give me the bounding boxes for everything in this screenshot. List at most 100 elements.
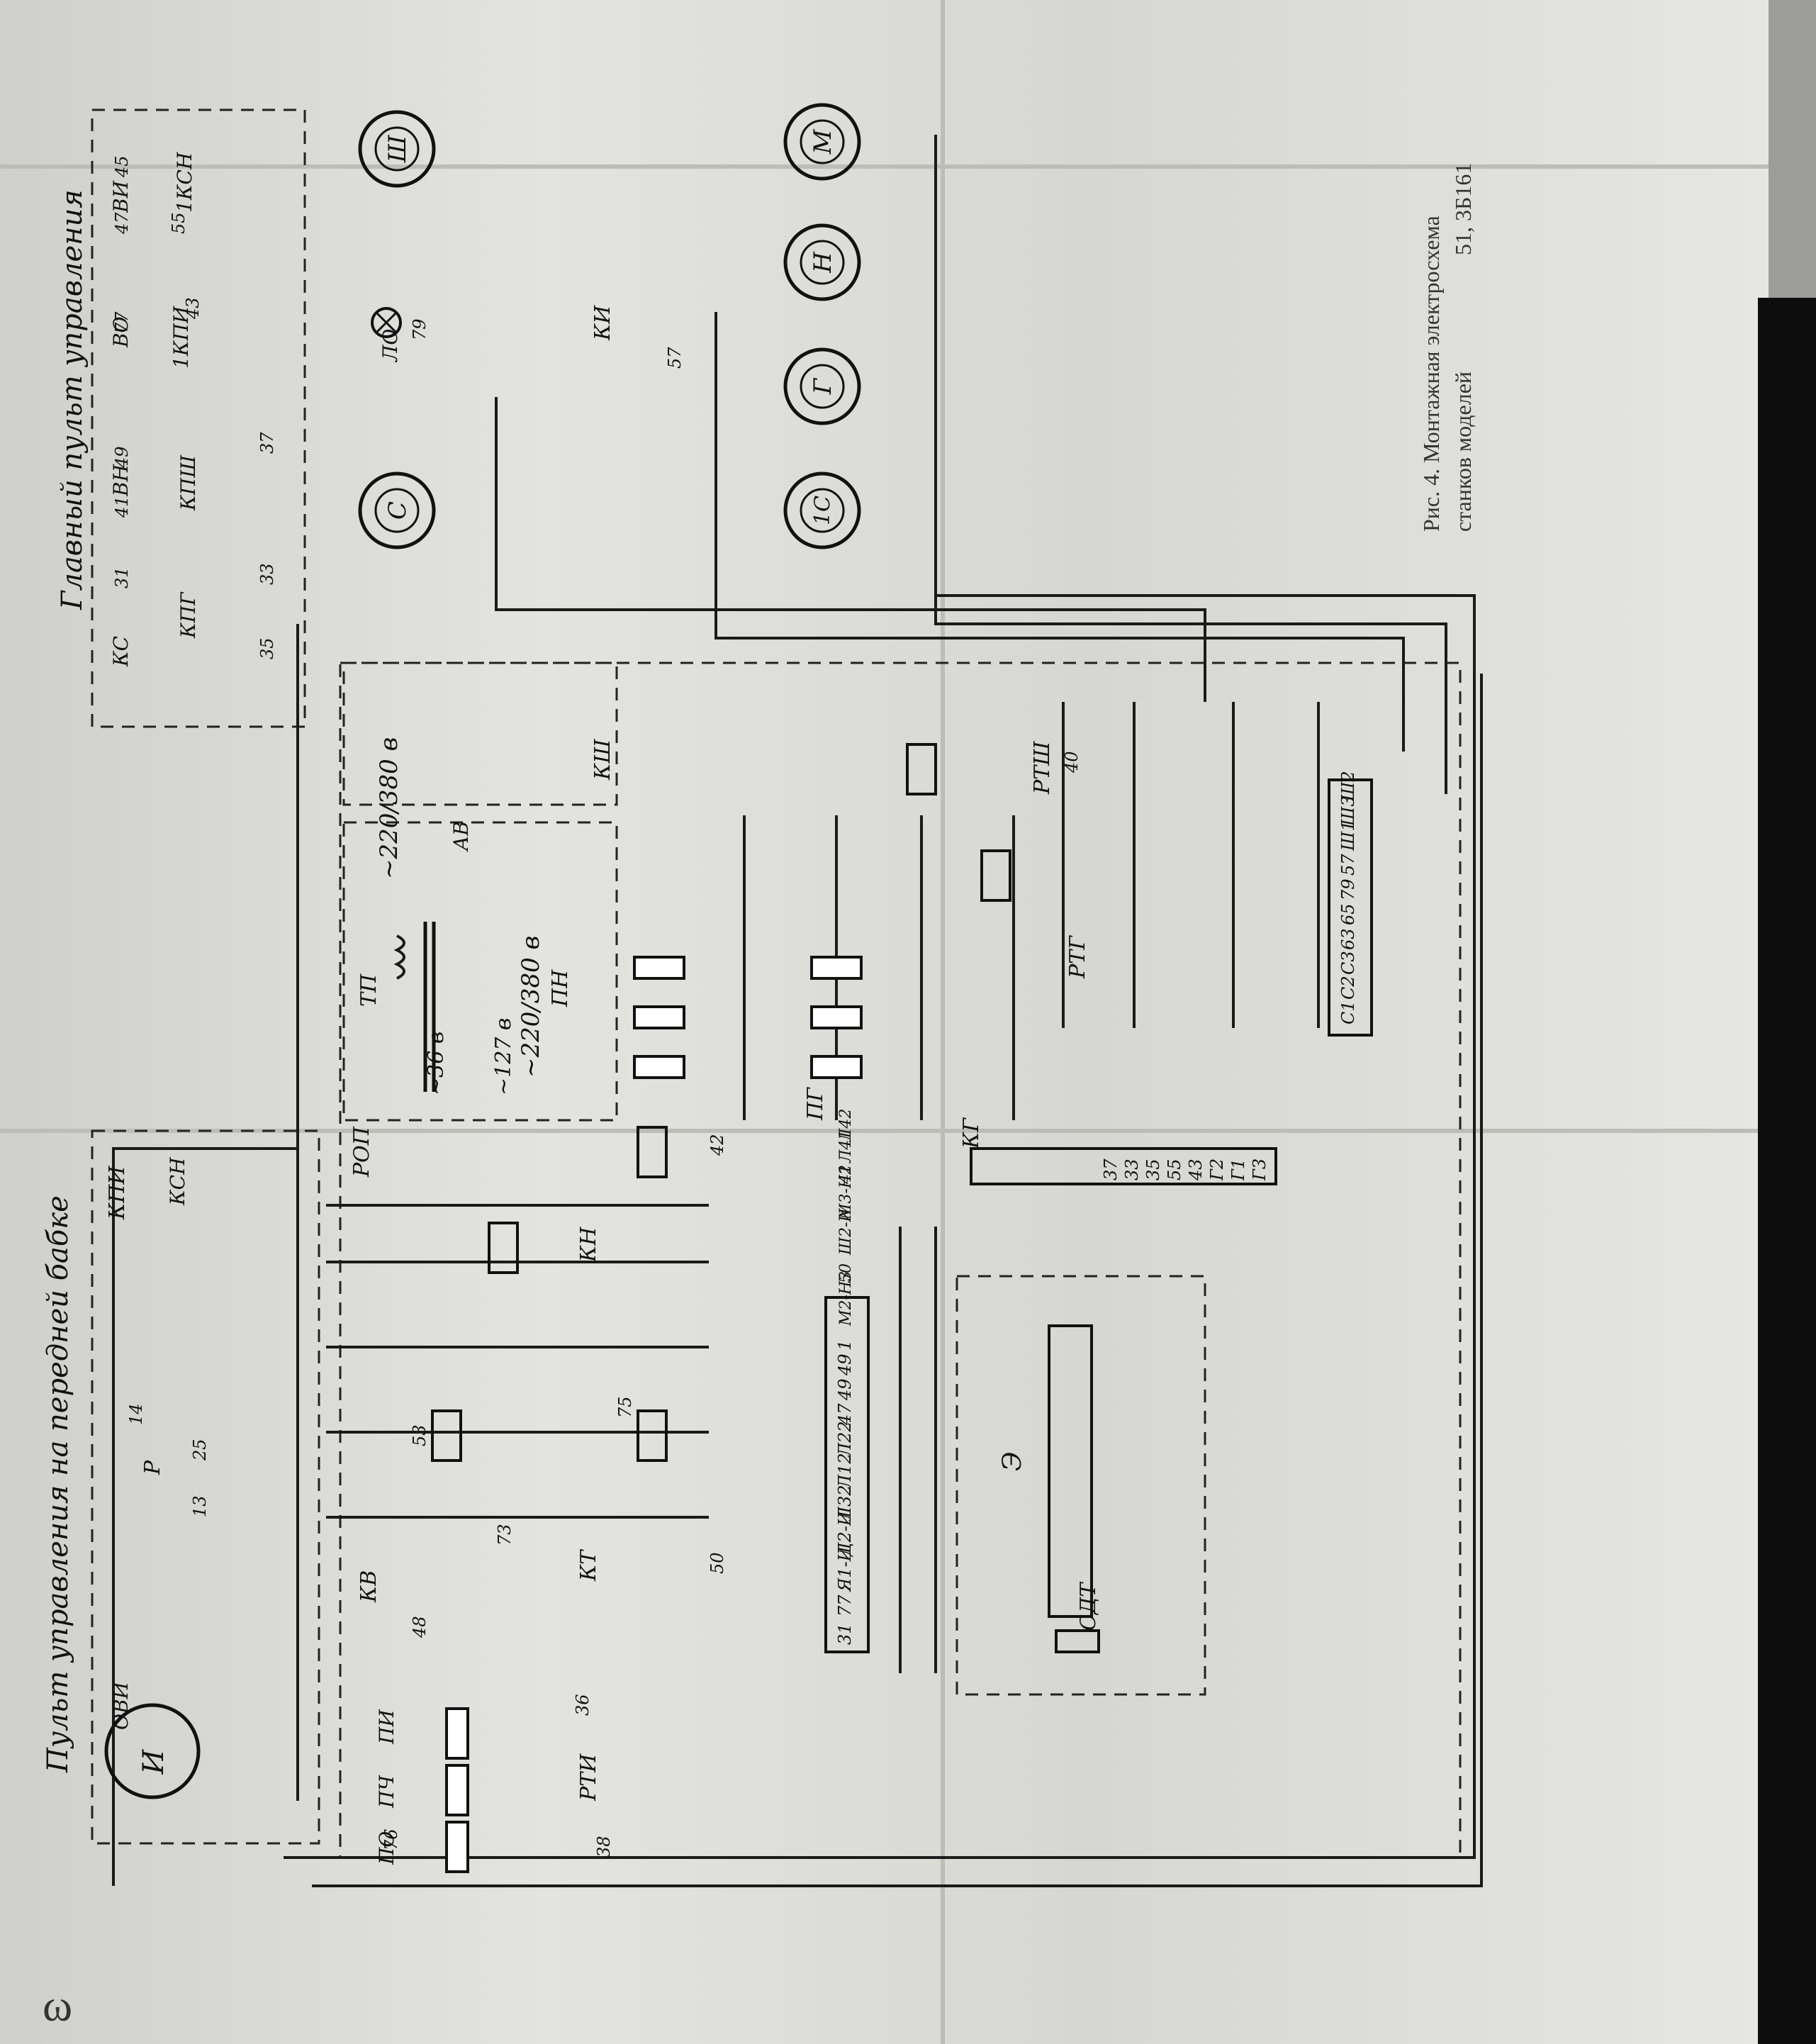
tp-voltage: ~220/380 в xyxy=(517,936,545,1078)
wire-number: 45 xyxy=(112,155,132,178)
relay-coil-ksh xyxy=(906,743,937,795)
wire-number: 49 xyxy=(112,446,132,469)
label-pch: ПЧ xyxy=(375,1775,398,1809)
terminal-label: 65 xyxy=(1338,903,1358,925)
terminal-label: М2-Н3 xyxy=(837,1271,855,1327)
label-ksh: КШ xyxy=(590,739,615,781)
wire-number: 77 xyxy=(112,311,132,333)
motor-sh: Ш xyxy=(358,110,436,188)
bus-wire xyxy=(899,1227,937,1673)
terminal-labels-left: 31 77 Я1-И Д2-И Л32 Л12 Л22 47 49 49 1 xyxy=(835,1340,855,1645)
fuse-pg xyxy=(810,1055,863,1079)
terminal-strip-right xyxy=(1328,778,1373,1037)
fuse-pg xyxy=(810,956,863,980)
wire-number: 40 xyxy=(1062,751,1082,774)
terminal-label: М3-Н2 xyxy=(837,1165,855,1220)
wire-number: 57 xyxy=(665,347,685,369)
relay-coil-rop xyxy=(488,1222,519,1274)
wire-number: 41 xyxy=(112,496,132,518)
label-kpg: КПГ xyxy=(176,591,200,639)
ab-voltage: ~220/380 в xyxy=(375,737,403,879)
ab-box xyxy=(342,661,618,806)
motor-m: М xyxy=(783,103,861,181)
terminal-label: 41 xyxy=(837,1164,855,1185)
terminal-label: 31 xyxy=(835,1623,855,1645)
terminal-strip-e xyxy=(1048,1324,1093,1618)
terminal-label: Д2-И xyxy=(835,1510,855,1557)
figure-caption-line1: Рис. 4. Монтажная электросхема xyxy=(1418,216,1444,532)
label-ab: АВ xyxy=(449,821,473,852)
wire-number: 79 xyxy=(410,318,430,340)
label-1kpi: 1КПИ xyxy=(169,306,193,369)
terminal-label: 49 xyxy=(835,1378,855,1401)
label-vn: ВН xyxy=(109,464,133,497)
label-rtsh: РТШ xyxy=(1030,741,1055,795)
label-pn: ПН xyxy=(548,969,573,1007)
main-panel-title: Главный пульт управления xyxy=(56,189,89,610)
relay-coil-kv xyxy=(431,1409,462,1462)
terminal-label: 49 xyxy=(835,1353,855,1376)
label-tp: ТП xyxy=(357,973,381,1007)
terminal-label: Ш2 xyxy=(1338,771,1358,802)
label-vo: ВО xyxy=(109,316,133,348)
relay-coil-kn xyxy=(637,1126,668,1178)
fuse-pg xyxy=(810,1005,863,1029)
lamp-lo xyxy=(371,307,402,338)
terminal-label: Г3 xyxy=(1250,1158,1269,1181)
wire-number: 25 xyxy=(190,1439,210,1461)
fuse-pch xyxy=(445,1764,469,1816)
terminal-labels-left2: М2-Н3 50 Ш2-И М3-Н2 41 Л41 Л42 xyxy=(837,1109,855,1327)
figure-caption-models: 51, 3Б161 xyxy=(1450,163,1476,255)
terminal-label: 43 xyxy=(1186,1158,1206,1181)
motor-i-symbol: И xyxy=(138,1748,170,1775)
scan-edge xyxy=(1758,298,1816,2044)
motor-i: И xyxy=(104,1703,201,1799)
terminal-label: 1 xyxy=(835,1340,855,1351)
fuse-pn xyxy=(633,1055,685,1079)
wire-number: 43 xyxy=(183,297,203,320)
label-rtg: РТГ xyxy=(1065,935,1090,979)
label-1ksn: 1КСН xyxy=(173,152,196,213)
terminal-label: 63 xyxy=(1338,928,1358,950)
main-panel-box xyxy=(91,108,306,728)
label-rti: РТИ xyxy=(576,1753,601,1802)
terminal-label: Г2 xyxy=(1207,1158,1227,1181)
terminal-label: 57 xyxy=(1338,854,1358,876)
label-kpsh: КПШ xyxy=(176,454,200,511)
terminal-label: 47 xyxy=(835,1403,855,1426)
wire-number: 13 xyxy=(190,1495,210,1517)
label-kg: КГ xyxy=(959,1117,984,1149)
wire-number: 55 xyxy=(169,212,189,234)
wire-number: 47 xyxy=(112,212,132,235)
motor-sh-symbol: Ш xyxy=(383,134,412,163)
label-kv: КВ xyxy=(357,1570,381,1603)
terminal-label: Л22 xyxy=(835,1421,855,1458)
bus-wire xyxy=(934,135,1447,794)
bus-wire xyxy=(312,674,1483,1887)
label-ksn: КСН xyxy=(166,1157,189,1206)
terminal-label: 55 xyxy=(1165,1158,1184,1180)
label-kpi: КПИ xyxy=(105,1166,130,1220)
terminal-label: 33 xyxy=(1122,1158,1142,1180)
terminal-label: 50 xyxy=(837,1263,855,1283)
label-e: Э xyxy=(998,1451,1027,1471)
relay-coil-kt xyxy=(637,1409,668,1462)
label-ks: КС xyxy=(109,636,133,667)
wire-number: 73 xyxy=(495,1524,515,1546)
transformer-winding xyxy=(393,934,405,980)
terminal-labels-mid: 37 33 35 55 43 Г2 Г1 Г3 xyxy=(1101,1158,1269,1181)
label-vi: ВИ xyxy=(109,180,133,213)
wire-number: 75 xyxy=(615,1396,635,1418)
terminal-label: 37 xyxy=(1101,1158,1121,1180)
label-pg: ПГ xyxy=(803,1087,828,1121)
wire-number: 50 xyxy=(707,1552,727,1574)
bus-wire xyxy=(495,397,1206,702)
wire-number: 35 xyxy=(257,637,277,659)
terminal-label: 79 xyxy=(1338,878,1358,900)
bus-wire xyxy=(284,594,1476,1859)
label-pi: ПИ xyxy=(375,1709,398,1745)
terminal-label: Л32 xyxy=(835,1485,855,1521)
terminal-label: Г1 xyxy=(1228,1158,1248,1181)
